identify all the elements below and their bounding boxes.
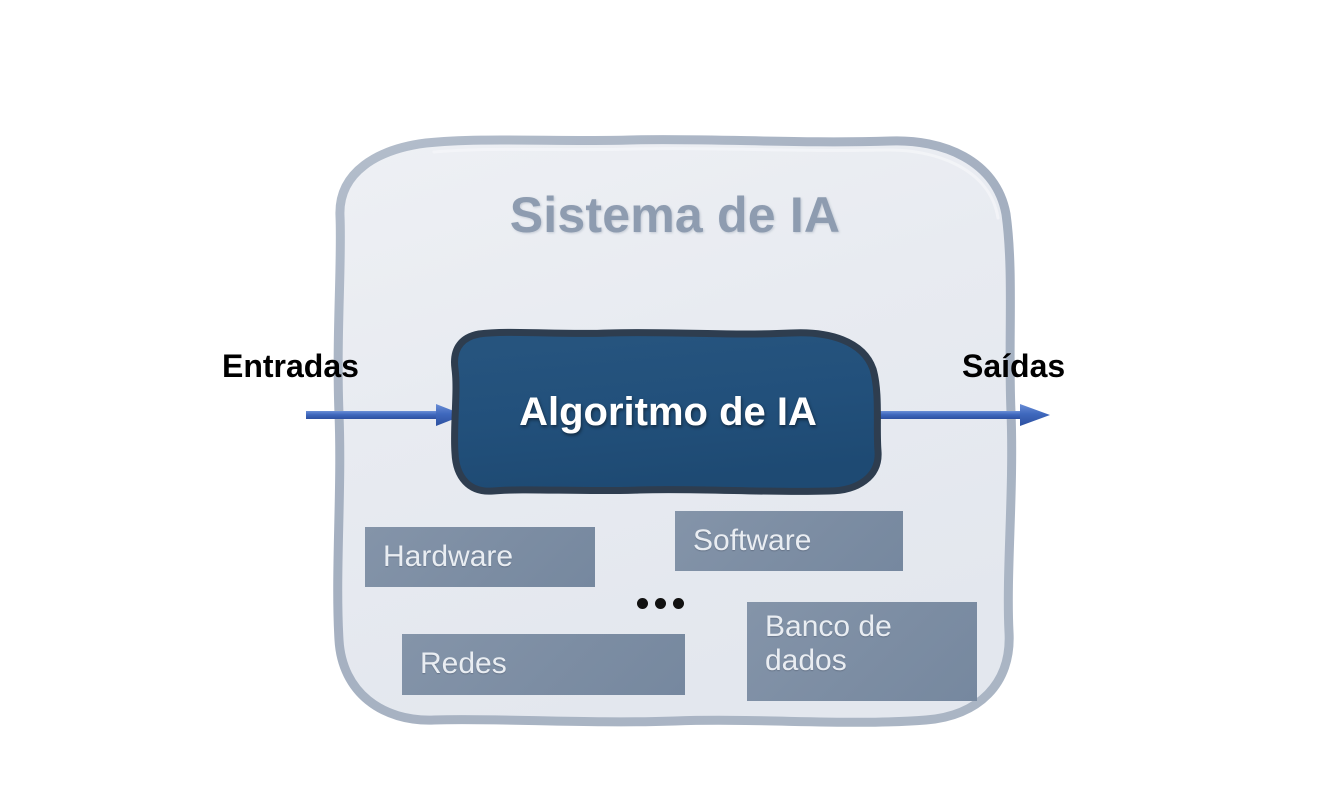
component-chip-redes: Redes — [402, 634, 685, 695]
ellipsis-dot — [673, 598, 684, 609]
ellipsis-dot — [655, 598, 666, 609]
component-chip-banco-de-dados: Banco de dados — [747, 602, 977, 701]
input-label: Entradas — [222, 348, 359, 384]
input-arrow-right-icon — [306, 404, 464, 426]
ellipsis-icon — [637, 598, 684, 609]
component-chip-software: Software — [675, 511, 903, 571]
component-chip-hardware: Hardware — [365, 527, 595, 587]
ellipsis-dot — [637, 598, 648, 609]
algorithm-box — [449, 327, 887, 497]
system-title: Sistema de IA — [509, 187, 841, 243]
output-arrow-right-icon — [880, 404, 1050, 426]
output-label: Saídas — [962, 348, 1066, 384]
